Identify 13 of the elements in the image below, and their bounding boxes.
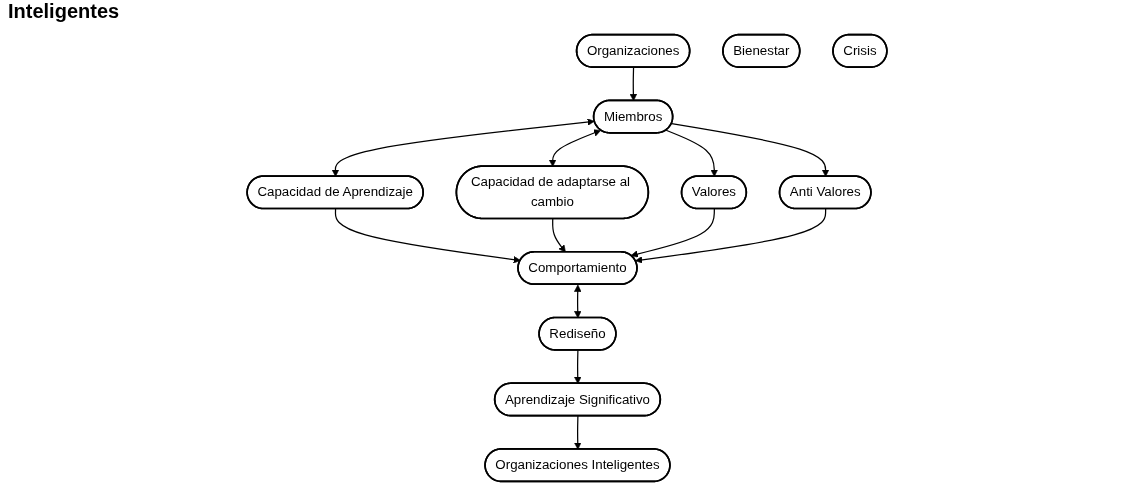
arrow	[574, 284, 582, 319]
diagram-title: Inteligentes	[8, 0, 120, 23]
arrow	[665, 129, 718, 177]
arrow	[574, 349, 582, 384]
arrow	[671, 122, 830, 177]
arrow	[552, 218, 566, 253]
arrow	[630, 208, 715, 258]
arrow	[574, 415, 582, 450]
arrow	[548, 129, 601, 167]
arrow	[629, 66, 638, 102]
arrow	[331, 118, 595, 177]
arrow	[635, 208, 827, 264]
arrow	[334, 208, 521, 264]
